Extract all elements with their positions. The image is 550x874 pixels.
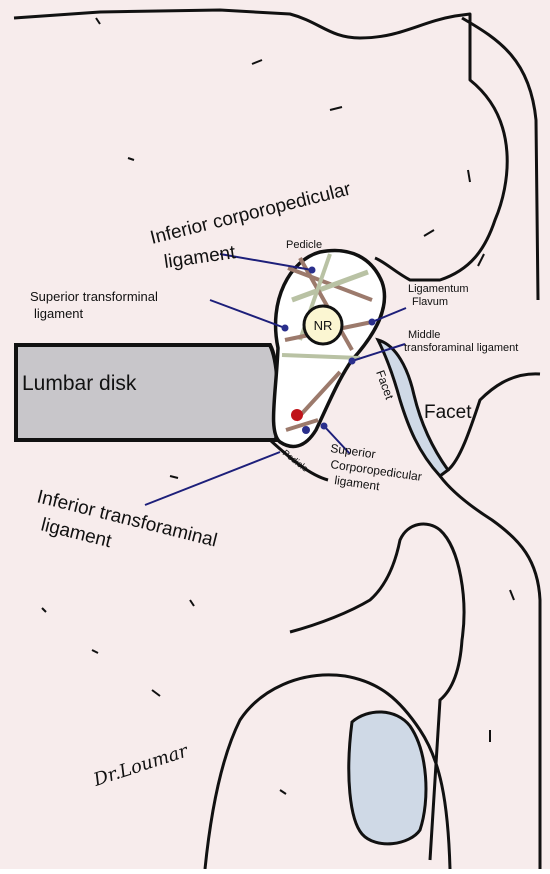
ligamentum-flavum-label-1: Ligamentum	[408, 283, 469, 295]
pointer-line-inferior-corporopedicular	[219, 253, 313, 271]
texture-mark	[467, 169, 471, 183]
spinous-notch-outline	[289, 522, 466, 861]
pointer-line-superior-transforminal	[209, 299, 286, 329]
pointer-line-ligamentum-flavum	[371, 307, 407, 323]
superior-transforminal-label-2: ligament	[34, 306, 84, 321]
inferior-process-outline	[203, 673, 452, 870]
facet-cartilage	[375, 337, 451, 479]
superior-corporopedicular-label-3: ligament	[334, 473, 382, 493]
middle-transforaminal-label-2: transforaminal ligament	[404, 342, 518, 354]
texture-mark	[423, 229, 435, 237]
pointer-line-inferior-transforaminal	[144, 451, 281, 506]
texture-mark	[509, 589, 515, 601]
texture-mark	[95, 17, 101, 25]
ligament-fiber	[294, 370, 342, 422]
superior-transforminal-label-1: Superior transforminal	[30, 289, 158, 304]
texture-mark	[91, 649, 99, 654]
texture-mark	[127, 157, 135, 161]
texture-mark	[279, 789, 287, 795]
lumbar-disk-label: Lumbar disk	[22, 372, 137, 395]
lower-lamina-outline	[438, 475, 542, 869]
texture-mark	[41, 607, 47, 613]
ligament-fiber	[291, 269, 369, 303]
texture-mark	[477, 253, 485, 267]
upper-vertebra-outline	[13, 8, 509, 282]
ligamentum-flavum-label-2: Flavum	[412, 296, 448, 308]
texture-mark	[251, 59, 263, 65]
lower-vertebra-outline	[268, 372, 541, 482]
lower-cartilage	[347, 710, 428, 846]
pointer-dot	[320, 422, 328, 430]
middle-transforaminal-label-1: Middle	[408, 329, 440, 341]
nerve-root-label: NR	[314, 318, 333, 333]
pointer-dots	[281, 266, 376, 430]
facet-large-label: Facet	[424, 402, 472, 423]
superior-corporopedicular-label-1: Superior	[330, 441, 377, 461]
ligament-fiber	[298, 257, 354, 351]
pointer-line-middle-transforaminal	[351, 343, 406, 362]
neural-foramen	[271, 248, 387, 449]
bone-texture-marks	[41, 17, 515, 795]
texture-mark	[189, 599, 195, 607]
nerve-root	[302, 304, 344, 346]
red-vessel	[291, 409, 303, 421]
pointer-dot	[308, 266, 316, 274]
upper-process-outline	[461, 16, 540, 301]
texture-mark	[169, 475, 179, 479]
blue-vessel	[302, 426, 310, 434]
pedicle-top-label: Pedicle	[286, 239, 322, 251]
ligament-fiber	[281, 353, 361, 360]
pointer-dot	[348, 357, 356, 365]
pointer-line-superior-corporopedicular	[323, 425, 351, 455]
pointer-dot	[281, 324, 289, 332]
ligament-fiber	[285, 418, 319, 432]
texture-mark	[329, 106, 343, 111]
pointer-lines	[144, 253, 407, 506]
texture-mark	[151, 689, 161, 697]
pointer-dot	[368, 318, 376, 326]
